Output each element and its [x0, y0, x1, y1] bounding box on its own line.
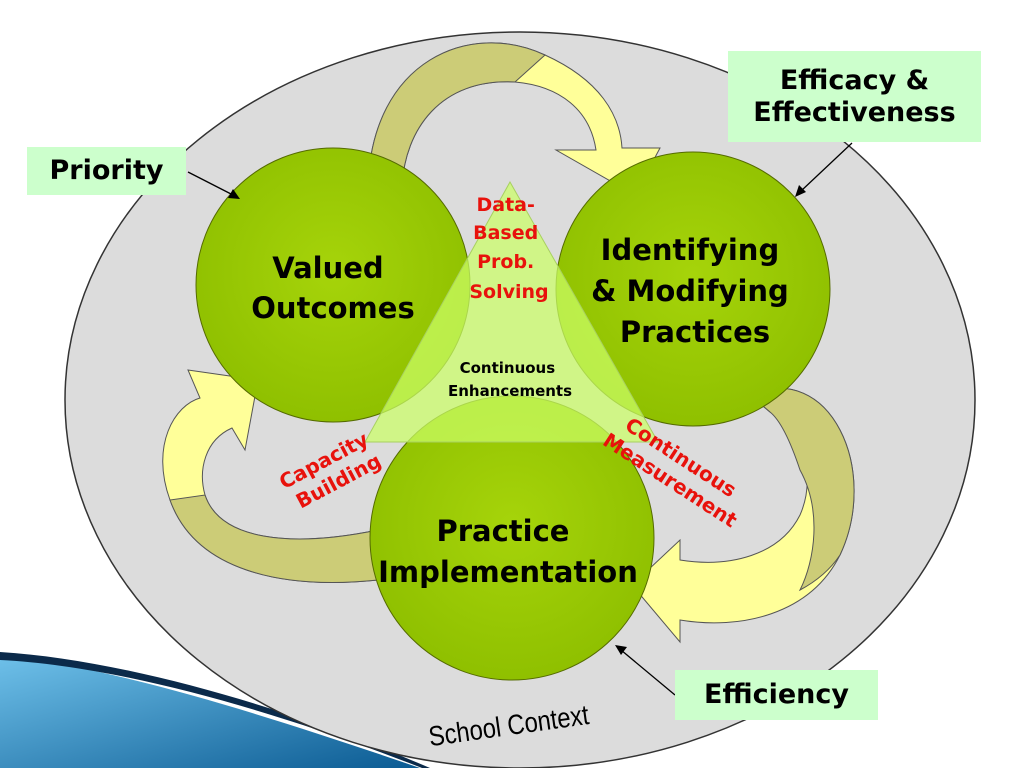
- valued-outcomes-label: Valued Outcomes: [251, 251, 414, 325]
- valued-outcomes-line: Outcomes: [251, 291, 414, 325]
- cycle-arrow-top: [367, 42, 661, 196]
- identifying-modifying-line: Practices: [620, 315, 770, 349]
- efficiency-pointer-arrow: [615, 645, 676, 696]
- efficacy-pointer-arrow: [795, 142, 853, 197]
- identifying-modifying-label: Identifying & Modifying Practices: [591, 233, 799, 349]
- data-based-line: Prob.: [477, 251, 534, 273]
- continuous-enhancements-line: Continuous: [460, 359, 556, 377]
- valued-outcomes-line: Valued: [272, 251, 383, 285]
- efficacy-line: Efficacy &: [779, 65, 930, 97]
- practice-implementation-line: Practice: [436, 514, 569, 548]
- efficiency-text: Efficiency: [704, 679, 849, 711]
- data-based-problem-solving-label: Data- Based Prob. Solving: [469, 194, 548, 303]
- identifying-modifying-line: Identifying: [601, 233, 780, 267]
- practice-implementation-line: Implementation: [378, 555, 638, 589]
- efficiency-callout: Efficiency: [675, 670, 878, 720]
- continuous-enhancement-triangle: [364, 180, 659, 443]
- cycle-arrow-left: [162, 369, 379, 583]
- data-based-line: Based: [473, 222, 538, 244]
- data-based-line: Data-: [476, 194, 534, 216]
- priority-text: Priority: [49, 155, 164, 187]
- continuous-enhancements-line: Enhancements: [448, 382, 572, 400]
- continuous-enhancements-label: Continuous Enhancements: [448, 359, 572, 400]
- effectiveness-line: Effectiveness: [753, 96, 956, 128]
- priority-pointer-arrow: [187, 171, 240, 199]
- cycle-arrow-right: [631, 387, 855, 644]
- priority-callout: Priority: [27, 147, 186, 195]
- practice-implementation-label: Practice Implementation: [378, 514, 638, 589]
- data-based-line: Solving: [469, 281, 548, 303]
- efficacy-effectiveness-callout: Efficacy & Effectiveness: [728, 51, 981, 142]
- identifying-modifying-line: & Modifying: [591, 274, 789, 308]
- corner-swoosh-decoration: [0, 652, 430, 768]
